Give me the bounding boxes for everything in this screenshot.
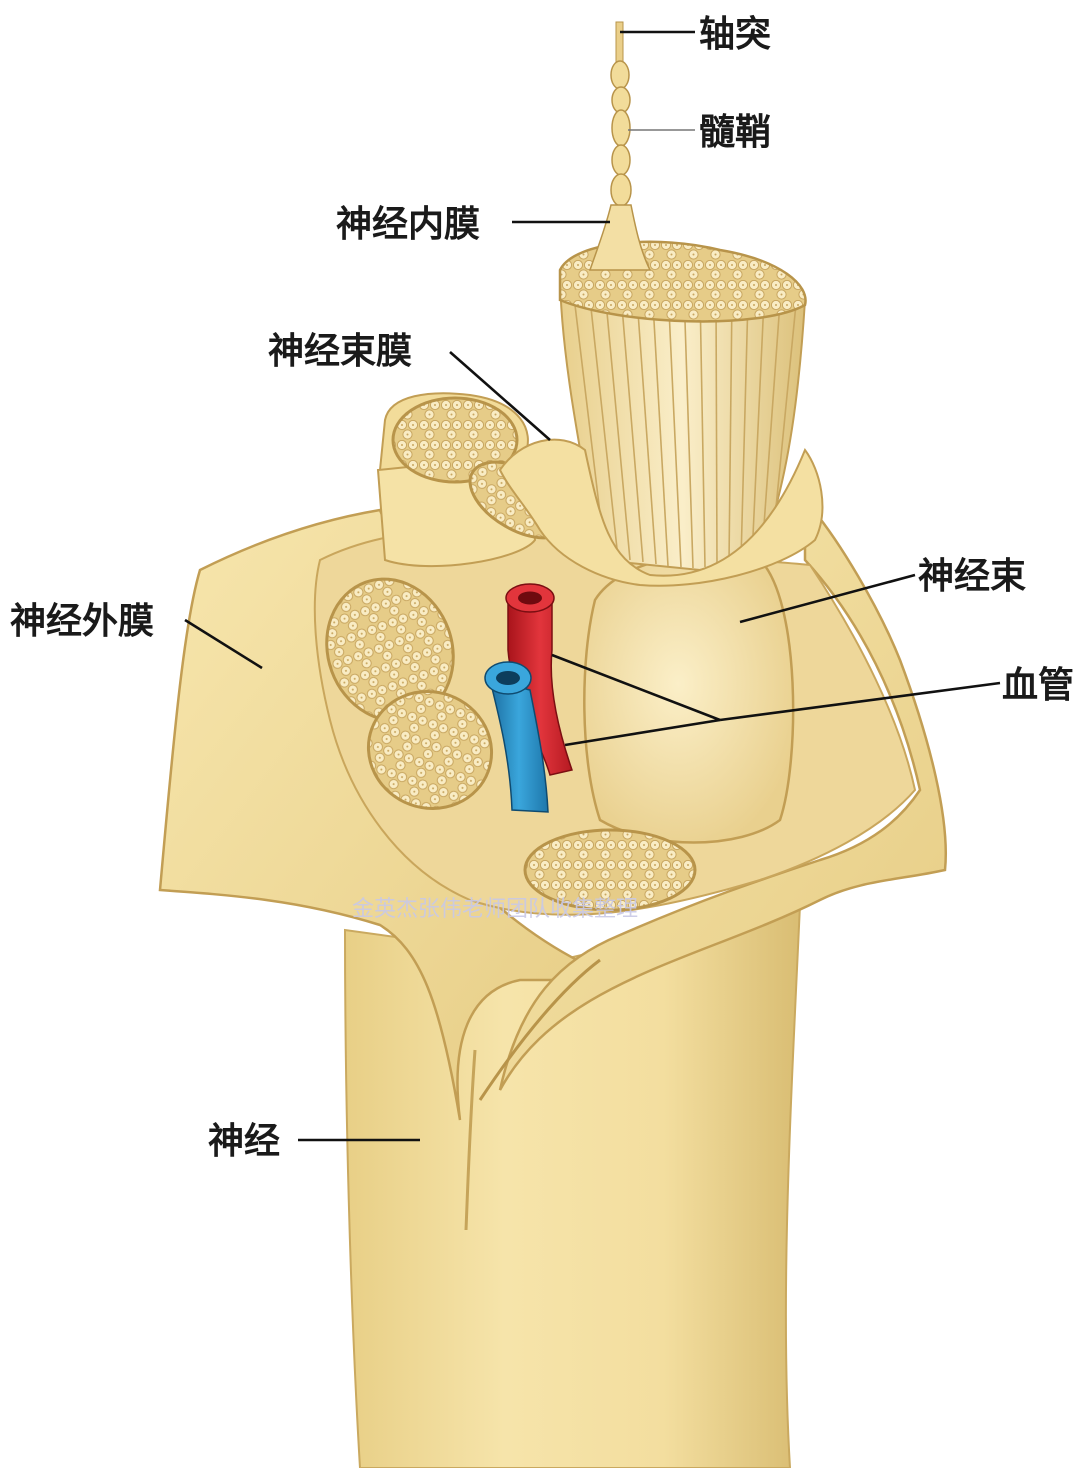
- label-blood-vessel: 血管: [1002, 665, 1074, 706]
- label-axon: 轴突: [699, 14, 771, 55]
- label-perineurium: 神经束膜: [268, 331, 412, 372]
- label-nerve: 神经: [208, 1121, 280, 1162]
- axon-with-myelin: [590, 22, 650, 270]
- label-epineurium: 神经外膜: [10, 601, 154, 642]
- label-endoneurium: 神经内膜: [336, 204, 480, 245]
- fascicle-large: [584, 554, 793, 842]
- label-myelin: 髓鞘: [699, 112, 771, 153]
- label-fascicle: 神经束: [918, 556, 1026, 597]
- watermark: 金英杰张伟老师团队收集整理: [352, 897, 638, 922]
